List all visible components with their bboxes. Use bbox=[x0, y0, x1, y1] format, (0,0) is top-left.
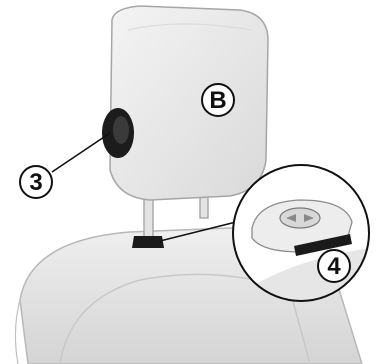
zoom-detail bbox=[232, 165, 372, 302]
callout-4: 4 bbox=[318, 250, 350, 282]
push-button-icon bbox=[280, 208, 320, 228]
callout-4-label: 4 bbox=[327, 253, 341, 280]
callout-b: B bbox=[202, 84, 234, 116]
callout-3: 3 bbox=[20, 166, 52, 198]
headrest bbox=[110, 6, 268, 200]
callout-3-label: 3 bbox=[29, 169, 42, 196]
callout-b-label: B bbox=[209, 87, 226, 114]
leader-line-3 bbox=[52, 133, 110, 172]
side-control-knob bbox=[102, 108, 134, 158]
